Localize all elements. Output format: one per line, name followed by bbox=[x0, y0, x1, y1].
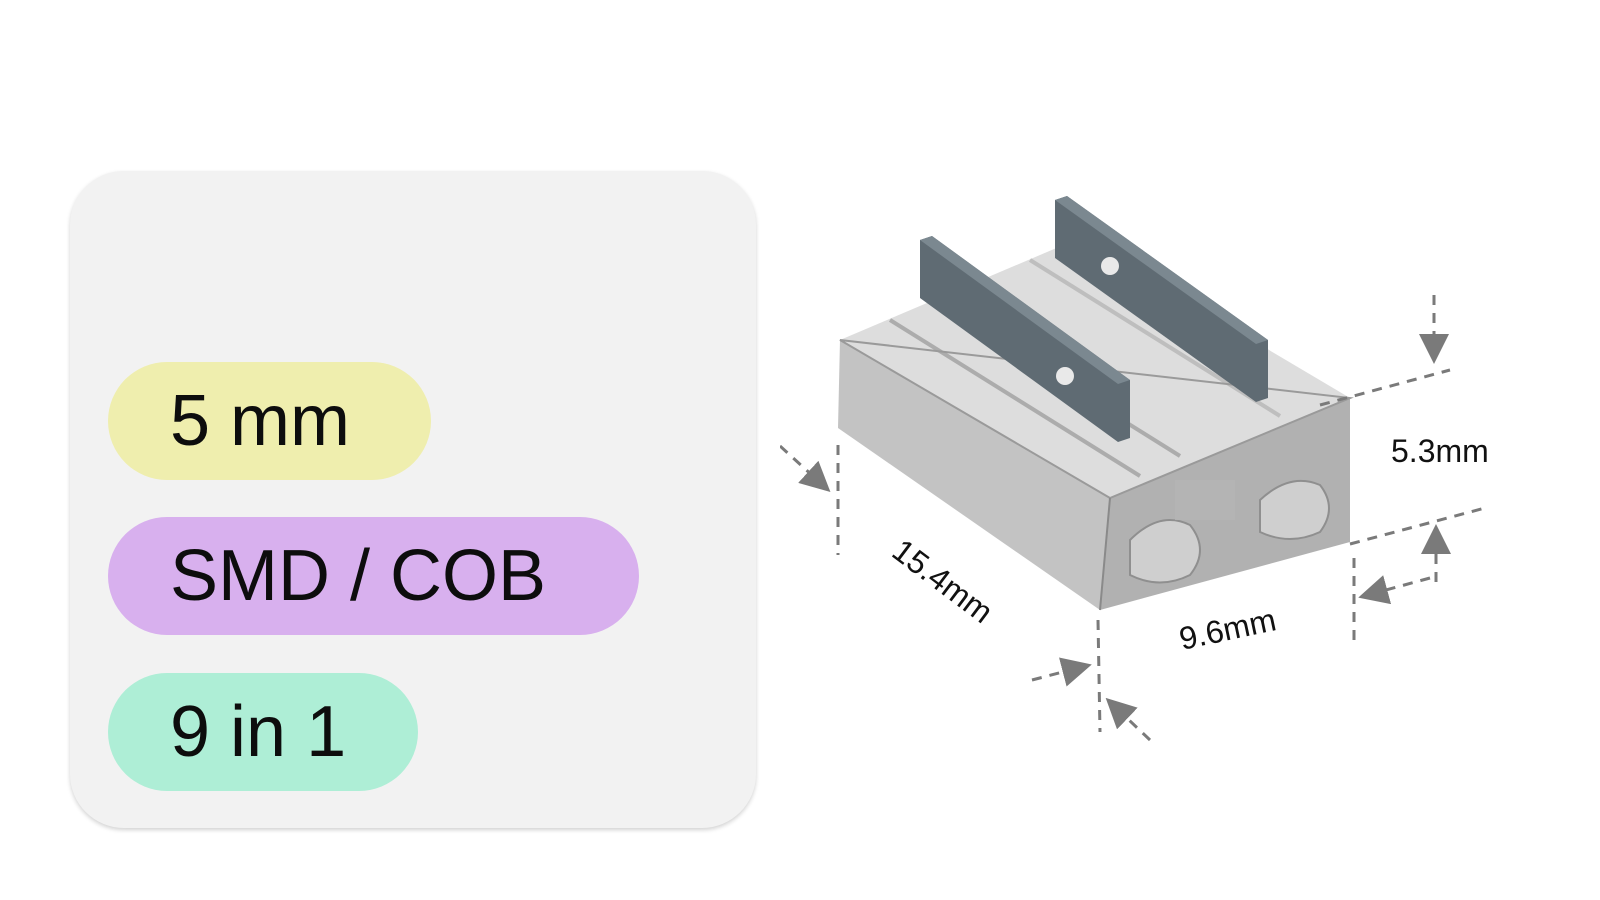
pill-strip-type: SMD / COB bbox=[108, 517, 639, 635]
dimension-lines bbox=[780, 295, 1486, 742]
pill-size: 5 mm bbox=[108, 362, 431, 480]
contact-blade-back bbox=[1055, 196, 1268, 402]
length-label: 15.4mm bbox=[886, 532, 1000, 630]
pill-count: 9 in 1 bbox=[108, 673, 418, 791]
pill-strip-type-label: SMD / COB bbox=[170, 536, 547, 616]
width-label: 9.6mm bbox=[1176, 601, 1279, 657]
spec-card: 5 mm SMD / COB 9 in 1 bbox=[70, 171, 756, 828]
height-label: 5.3mm bbox=[1391, 433, 1489, 469]
connector-diagram: 15.4mm 9.6mm 5.3mm bbox=[780, 180, 1560, 780]
pill-size-label: 5 mm bbox=[170, 381, 350, 461]
pill-count-label: 9 in 1 bbox=[170, 692, 347, 772]
contact-blade-front bbox=[920, 236, 1130, 442]
